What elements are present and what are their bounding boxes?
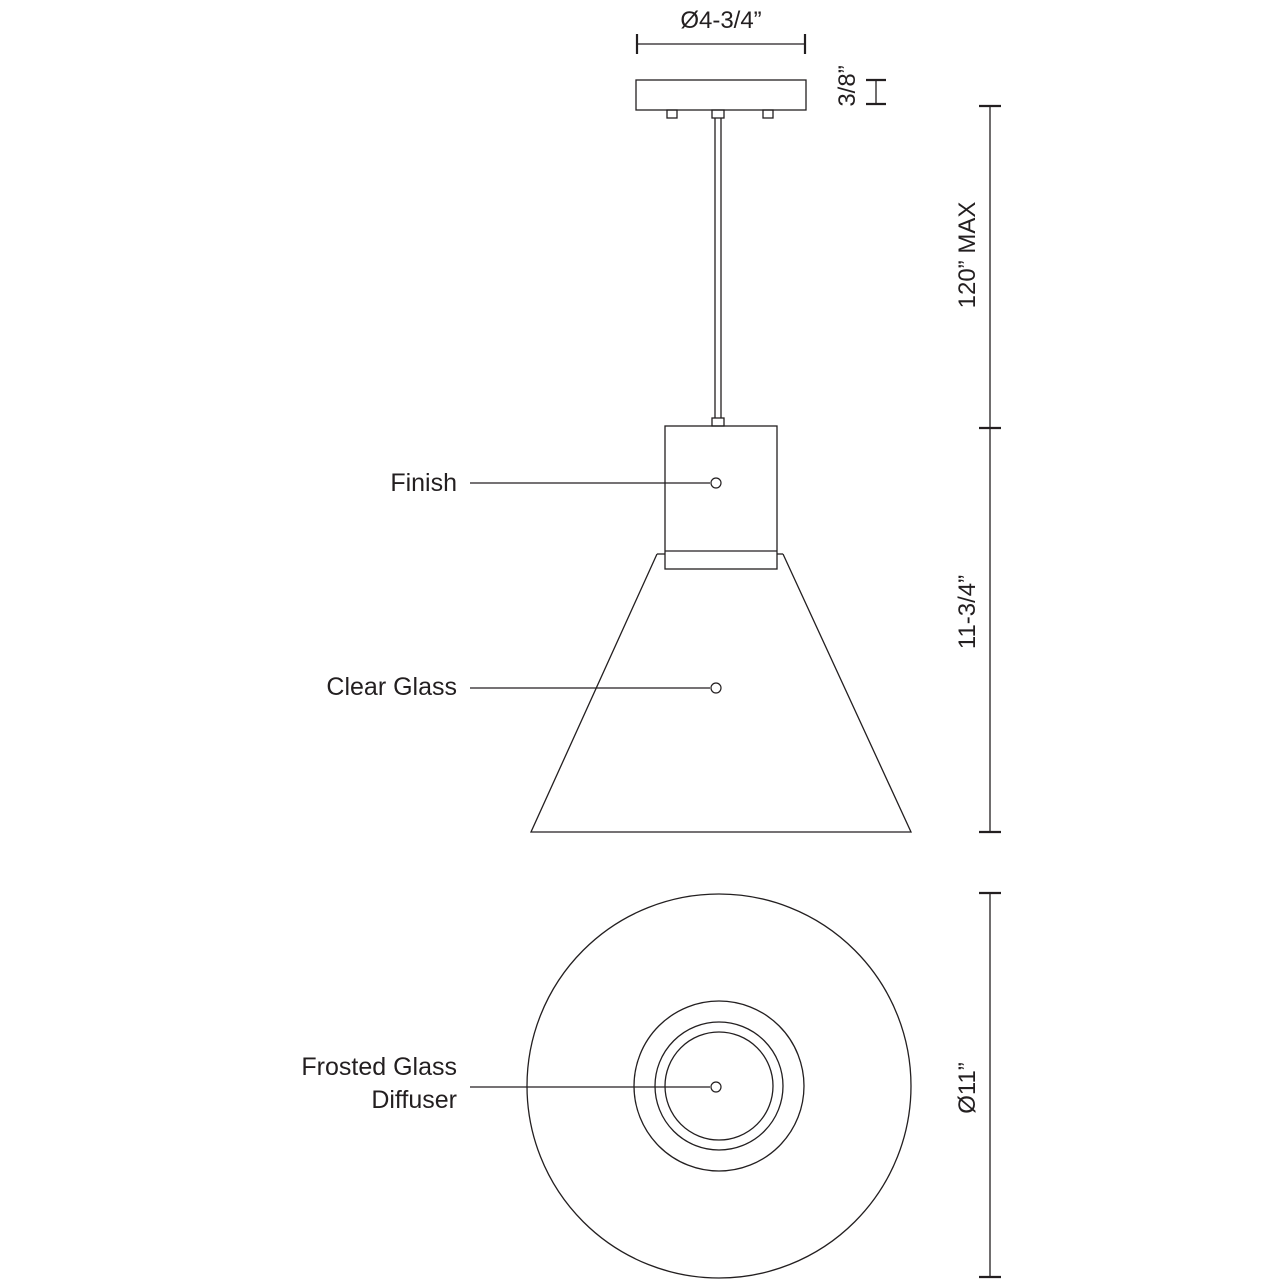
diffuser-dot <box>710 1081 722 1093</box>
canopy-screw-left <box>666 109 678 119</box>
finish-dot <box>710 477 722 489</box>
clear-glass-dot <box>710 682 722 694</box>
dim-canopy-height: 3/8” <box>834 65 886 107</box>
finish-label: Finish <box>390 469 457 497</box>
canopy-stem-center <box>711 109 725 119</box>
dim-canopy-diameter: Ø4-3/4” <box>635 7 807 54</box>
rod-length-text: 120” MAX <box>954 202 981 309</box>
callout-finish: Finish <box>390 469 722 497</box>
diffuser-outer-ring <box>654 1021 784 1151</box>
diffuser-label-line2: Diffuser <box>371 1086 457 1114</box>
fixture-body <box>664 425 778 570</box>
diffuser-inner-ring <box>664 1031 774 1141</box>
shade-diameter-text: Ø11” <box>954 1062 981 1114</box>
callout-frosted-diffuser: Frosted Glass Diffuser <box>301 1053 722 1114</box>
canopy-height-text: 3/8” <box>834 65 861 106</box>
canopy-screw-right <box>762 109 774 119</box>
glass-cone-shade <box>529 553 913 833</box>
dim-shade-diameter: Ø11” <box>954 891 1001 1279</box>
clear-glass-label: Clear Glass <box>326 673 457 701</box>
diffuser-label-line1: Frosted Glass <box>301 1053 457 1081</box>
rod-coupler <box>711 417 725 427</box>
fixture-height-text: 11-3/4” <box>954 575 981 649</box>
callout-clear-glass: Clear Glass <box>326 673 722 701</box>
side-view <box>529 79 913 833</box>
dim-vertical-chain: 120” MAX 11-3/4” <box>954 104 1001 834</box>
collar-circle <box>633 1000 805 1172</box>
canopy <box>635 79 807 111</box>
canopy-diameter-text: Ø4-3/4” <box>680 7 761 34</box>
bottom-view <box>526 893 912 1279</box>
shade-outer-circle <box>526 893 912 1279</box>
